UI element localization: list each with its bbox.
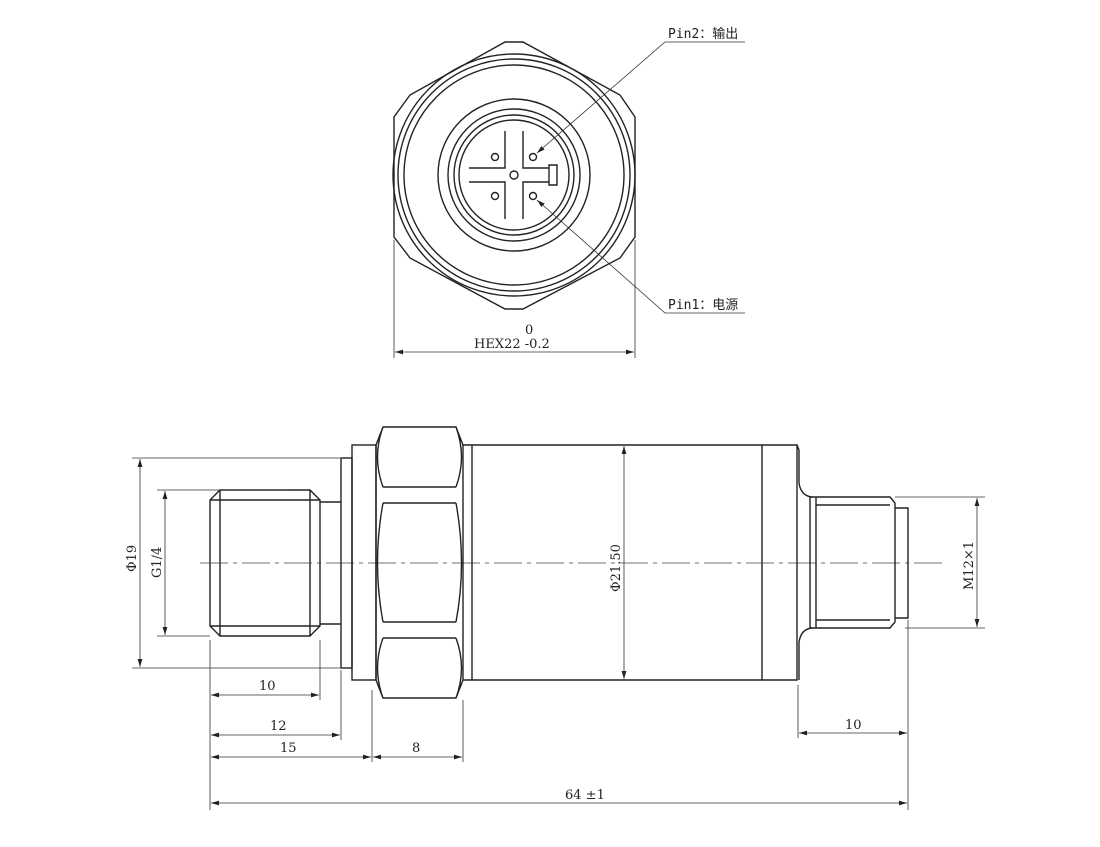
connector-ring-2 (447, 108, 581, 242)
front-view: Pin2：输出 Pin1：电源 0 HEX22 -0.2 (392, 26, 745, 358)
pin1-label: Pin1：电源 (668, 298, 738, 313)
body (463, 444, 813, 681)
outlet-thread (809, 496, 909, 629)
thread-in: G1/4 (150, 547, 165, 578)
connector-ring (437, 98, 591, 252)
connector-ring-4 (458, 119, 570, 231)
pin2-leader (536, 41, 745, 154)
dim-hex-width: 8 (412, 741, 420, 756)
pin-2 (528, 152, 538, 162)
inlet-thread (209, 489, 321, 637)
pin-3 (490, 152, 500, 162)
thread-out: M12×1 (962, 541, 977, 590)
hex-label: HEX22 -0.2 (474, 337, 550, 352)
hex-outline (393, 41, 636, 310)
dim-12: 12 (270, 719, 287, 734)
washer (351, 444, 377, 681)
outer-ring-2 (397, 58, 631, 292)
pin1-leader (536, 199, 745, 314)
dim-thread-len: 10 (259, 679, 276, 694)
connector-ring-3 (453, 114, 575, 236)
dim-out-len: 10 (845, 718, 862, 733)
pin-insert (469, 131, 558, 219)
dim-15: 15 (280, 741, 297, 756)
pin2-label: Pin2：输出 (668, 26, 738, 42)
dia-flange: Φ19 (125, 545, 140, 572)
hex-nut (375, 426, 464, 699)
pin-1 (528, 191, 538, 201)
dim-total: 64 ±1 (565, 788, 605, 803)
center-hole (509, 170, 519, 180)
side-view: Φ19 G1/4 Φ21.50 M12×1 10 12 15 8 10 64 ±… (125, 426, 985, 810)
pin-4 (490, 191, 500, 201)
outer-ring (392, 53, 636, 297)
dia-body: Φ21.50 (609, 544, 624, 592)
hex-tol-upper: 0 (525, 323, 533, 338)
outer-ring-3 (403, 64, 625, 286)
